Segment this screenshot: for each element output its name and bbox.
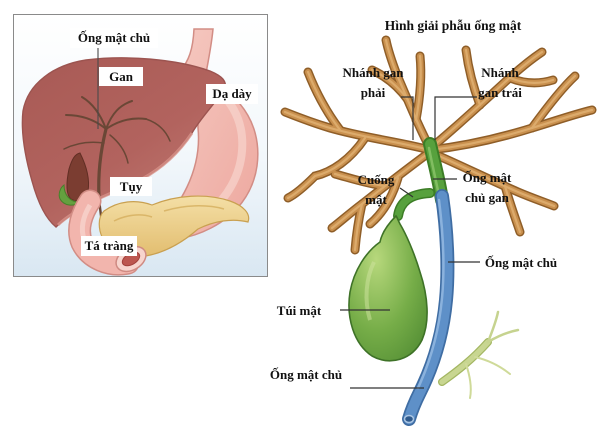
duct-opening bbox=[403, 414, 415, 424]
gallbladder-shape bbox=[348, 214, 428, 362]
bile-duct-diagram-art bbox=[270, 0, 600, 426]
stomach-highlight bbox=[206, 90, 247, 216]
label-common-hepatic-duct: Ống mật chủ gan bbox=[462, 170, 512, 206]
label-right-hepatic-branch: Nhánh gan phải bbox=[342, 65, 404, 101]
cystic-duct bbox=[393, 188, 435, 221]
label-pancreas: Tụy bbox=[110, 177, 152, 196]
diagram-title: Hình giải phẫu ống mật bbox=[384, 18, 522, 33]
label-common-bile-duct-mid: Ống mật chủ bbox=[484, 255, 558, 270]
gallbladder-small-shape bbox=[66, 152, 89, 202]
abdominal-overview-panel bbox=[13, 14, 268, 277]
label-common-bile-duct-left: Ống mật chủ bbox=[70, 28, 158, 49]
common-bile-duct-vessel bbox=[402, 189, 455, 426]
abdominal-overview-art bbox=[14, 15, 267, 276]
label-gallbladder: Túi mật bbox=[276, 303, 322, 318]
label-stomach: Dạ dày bbox=[206, 84, 258, 105]
label-duodenum: Tá tràng bbox=[81, 236, 137, 257]
pancreatic-duct bbox=[438, 310, 520, 399]
gallbladder-green-tip bbox=[58, 183, 81, 206]
gallbladder-highlight bbox=[364, 261, 376, 321]
label-left-hepatic-branch: Nhánh gan trái bbox=[478, 65, 522, 101]
label-common-bile-duct-bottom: Ống mật chủ bbox=[269, 367, 343, 382]
label-liver: Gan bbox=[99, 67, 143, 86]
label-cystic-duct: Cuống mật bbox=[357, 172, 395, 208]
connector-lines bbox=[340, 96, 480, 389]
